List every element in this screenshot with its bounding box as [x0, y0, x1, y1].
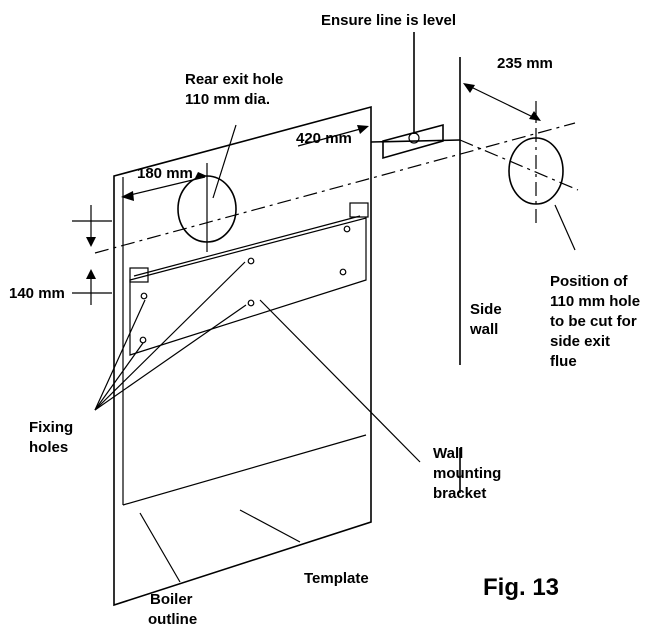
label-position-4: side exit: [550, 333, 610, 350]
label-position-1: Position of: [550, 273, 628, 290]
fixing-holes: [139, 225, 351, 344]
label-dim-140: 140 mm: [9, 285, 65, 302]
label-boiler-2: outline: [148, 611, 197, 626]
label-position-5: flue: [550, 353, 577, 370]
label-dim-235: 235 mm: [497, 55, 553, 72]
level-line: [94, 122, 576, 254]
label-bracket-2: mounting: [433, 465, 501, 482]
dim-420-arrow: [297, 125, 369, 147]
label-fixing-2: holes: [29, 439, 68, 456]
label-side-wall-1: Side: [470, 301, 502, 318]
label-rear-exit-2: 110 mm dia.: [185, 91, 270, 108]
leader-lines: [94, 124, 421, 583]
side-wall: [370, 57, 461, 493]
label-dim-180: 180 mm: [137, 165, 193, 182]
label-level: Ensure line is level: [321, 12, 456, 29]
label-bracket-1: Wall: [433, 445, 463, 462]
label-dim-420: 420 mm: [296, 130, 352, 147]
dim-140-arrow: [72, 205, 112, 305]
boiler-outline-shape: [122, 177, 367, 506]
spirit-level: [382, 32, 444, 160]
template-sheet: [113, 105, 372, 607]
label-side-wall-2: wall: [469, 321, 498, 338]
dim-180-arrow: [121, 172, 207, 201]
label-fixing-1: Fixing: [29, 419, 73, 436]
label-bracket-3: bracket: [433, 485, 486, 502]
dim-235-arrow: [463, 83, 541, 121]
label-position-2: 110 mm hole: [550, 293, 640, 310]
label-rear-exit-1: Rear exit hole: [185, 71, 283, 88]
label-template: Template: [304, 570, 369, 587]
wall-mounting-bracket: [129, 202, 369, 356]
label-boiler-1: Boiler: [150, 591, 193, 608]
figure-caption: Fig. 13: [483, 574, 559, 601]
label-position-3: to be cut for: [550, 313, 637, 330]
